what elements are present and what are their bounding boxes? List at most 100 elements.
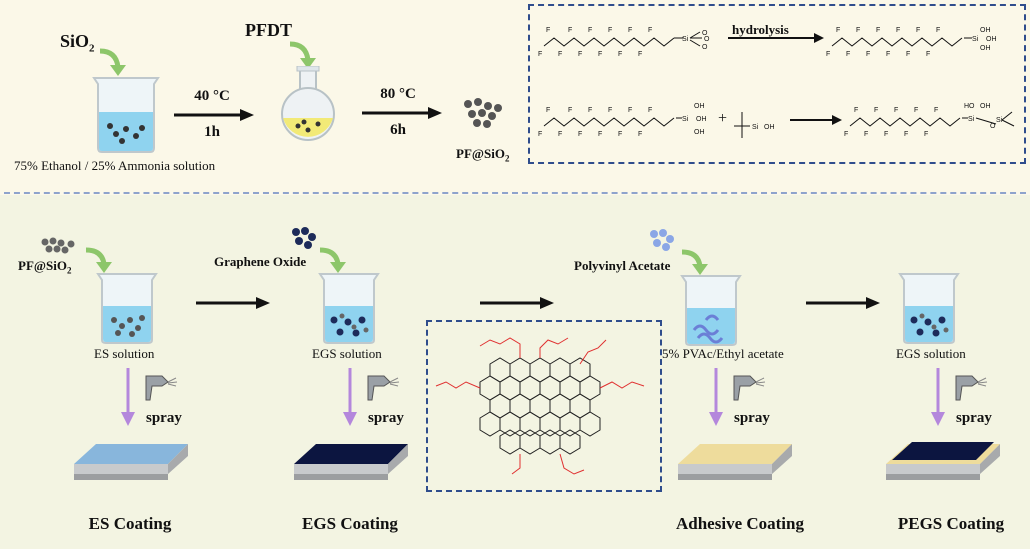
svg-text:O: O xyxy=(702,44,708,51)
product-label: PF@SiO2 xyxy=(456,146,510,164)
svg-text:F: F xyxy=(836,27,840,34)
svg-text:F: F xyxy=(578,51,582,58)
synthesis-panel xyxy=(0,0,1030,192)
svg-text:F: F xyxy=(846,51,850,58)
arrow-right-icon xyxy=(362,107,442,119)
arrow-right-icon xyxy=(174,109,254,121)
stage3-solution: 5% PVAc/Ethyl acetate xyxy=(662,346,784,361)
stage1-solution: ES solution xyxy=(94,346,155,361)
svg-text:OH: OH xyxy=(694,103,705,110)
panel-divider xyxy=(4,192,1026,194)
svg-text:F: F xyxy=(546,107,550,114)
svg-text:Si: Si xyxy=(968,116,975,123)
green-arrow-icon xyxy=(319,247,346,273)
svg-text:F: F xyxy=(884,131,888,138)
beaker-icon xyxy=(92,77,160,153)
go-structure-box xyxy=(426,320,662,492)
svg-text:F: F xyxy=(558,51,562,58)
svg-text:F: F xyxy=(608,107,612,114)
stage2-coating-title: EGS Coating xyxy=(302,514,398,533)
svg-text:F: F xyxy=(926,51,930,58)
spray-arrow-icon xyxy=(121,368,135,426)
step1-temp: 40 °C xyxy=(194,88,230,104)
beaker-icon xyxy=(680,275,742,346)
svg-text:F: F xyxy=(914,107,918,114)
svg-text:Si: Si xyxy=(682,116,689,123)
svg-text:F: F xyxy=(934,107,938,114)
svg-text:F: F xyxy=(628,107,632,114)
svg-text:HO: HO xyxy=(964,103,975,110)
step2-temp: 80 °C xyxy=(380,86,416,102)
pfdt-label: PFDT xyxy=(245,20,292,40)
particles-icon xyxy=(41,237,75,254)
svg-text:F: F xyxy=(628,27,632,34)
svg-text:F: F xyxy=(826,51,830,58)
svg-text:F: F xyxy=(578,131,582,138)
svg-text:F: F xyxy=(588,107,592,114)
spray-gun-icon xyxy=(367,375,400,401)
svg-text:Si: Si xyxy=(972,36,979,43)
step2-time: 6h xyxy=(390,122,406,138)
svg-text:OH: OH xyxy=(980,103,991,110)
svg-text:F: F xyxy=(598,51,602,58)
step1-time: 1h xyxy=(204,124,220,140)
green-arrow-icon xyxy=(289,41,316,69)
svg-text:F: F xyxy=(568,107,572,114)
spray-gun-icon xyxy=(733,375,766,401)
spray-arrow-icon xyxy=(931,368,945,426)
hydrolysis-label: hydrolysis xyxy=(732,22,789,37)
spray-gun-icon xyxy=(955,375,988,401)
spray-arrow-icon xyxy=(343,368,357,426)
svg-text:F: F xyxy=(856,27,860,34)
svg-text:O: O xyxy=(704,36,710,43)
svg-text:O: O xyxy=(990,123,996,130)
svg-text:OH: OH xyxy=(694,129,705,136)
arrow-right-icon xyxy=(806,297,880,309)
svg-text:Si: Si xyxy=(752,124,759,131)
stage2-spray: spray xyxy=(368,410,404,426)
svg-text:Si: Si xyxy=(682,36,689,43)
plus-sign: + xyxy=(718,110,728,127)
svg-text:F: F xyxy=(876,27,880,34)
svg-text:F: F xyxy=(866,51,870,58)
svg-text:F: F xyxy=(538,51,542,58)
particles-icon xyxy=(464,98,502,128)
beaker-icon xyxy=(898,273,960,344)
svg-text:F: F xyxy=(638,51,642,58)
svg-text:F: F xyxy=(936,27,940,34)
arrow-right-icon xyxy=(480,297,554,309)
spray-arrow-icon xyxy=(709,368,723,426)
svg-text:F: F xyxy=(598,131,602,138)
svg-text:OH: OH xyxy=(980,45,991,52)
svg-text:O: O xyxy=(702,30,708,37)
svg-text:F: F xyxy=(844,131,848,138)
es-coating-slab xyxy=(74,444,188,480)
stage4-coating-title: PEGS Coating xyxy=(897,514,1005,533)
solution-label: 75% Ethanol / 25% Ammonia solution xyxy=(14,158,216,173)
stage3-coating-title: Adhesive Coating xyxy=(676,514,804,533)
svg-text:F: F xyxy=(904,131,908,138)
svg-text:F: F xyxy=(588,27,592,34)
svg-text:F: F xyxy=(538,131,542,138)
pf-sio2-label: PF@SiO2 xyxy=(18,258,72,276)
svg-text:F: F xyxy=(546,27,550,34)
svg-text:F: F xyxy=(558,131,562,138)
beaker-icon xyxy=(318,273,380,344)
green-arrow-icon xyxy=(99,48,126,76)
pvac-label: Polyvinyl Acetate xyxy=(574,258,671,273)
sio2-label: SiO2 xyxy=(60,31,95,55)
flask-icon xyxy=(281,66,335,141)
svg-text:F: F xyxy=(864,131,868,138)
pvac-particles-icon xyxy=(650,229,674,251)
pegs-coating-slab xyxy=(886,442,1000,480)
svg-text:F: F xyxy=(648,107,652,114)
svg-text:F: F xyxy=(874,107,878,114)
go-particles-icon xyxy=(292,227,316,249)
reaction-scheme-box xyxy=(528,4,1026,164)
svg-text:F: F xyxy=(638,131,642,138)
stage1-spray: spray xyxy=(146,410,182,426)
graphene-oxide-structure xyxy=(435,337,645,475)
adhesive-coating-slab xyxy=(678,444,792,480)
svg-text:F: F xyxy=(894,107,898,114)
